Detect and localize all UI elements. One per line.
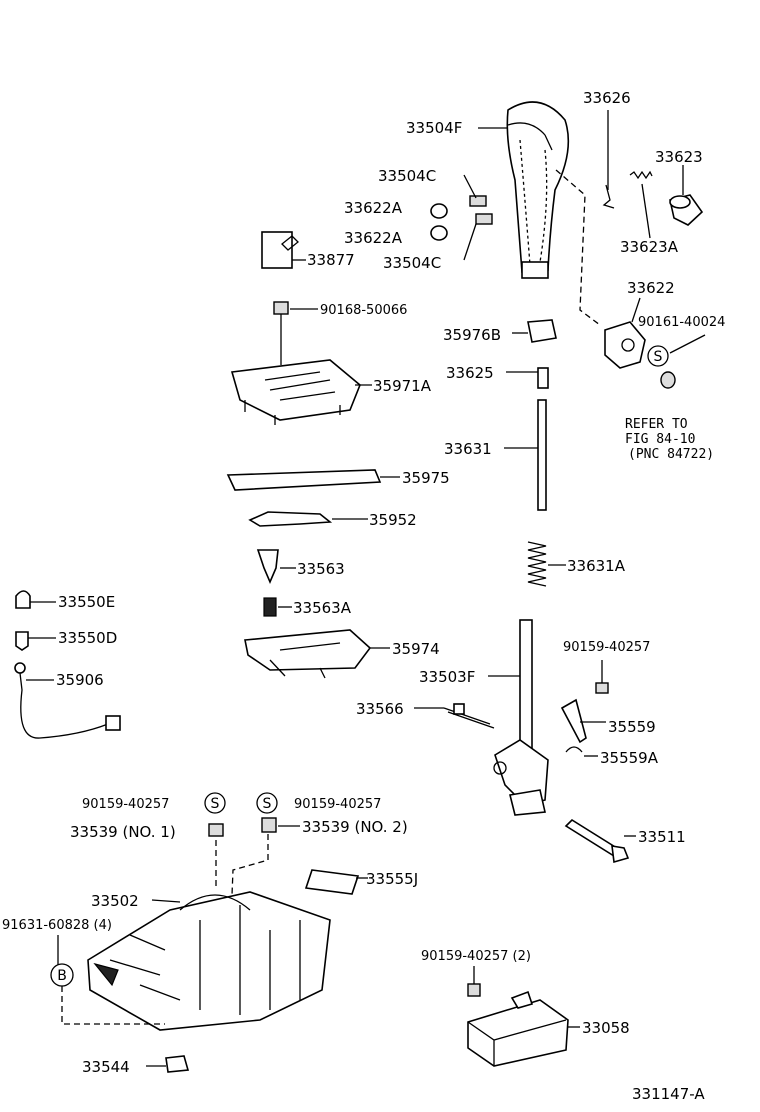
plate-35974: [244, 629, 372, 679]
cap-33622A-bottom: [430, 225, 448, 241]
label-35971A: 35971A: [373, 377, 432, 395]
label-35975: 35975: [402, 469, 450, 487]
detent-33563: [256, 549, 279, 585]
label-90161-40024: 90161-40024: [638, 315, 725, 330]
shift-knob: [506, 101, 570, 279]
pin-33625: [537, 367, 549, 389]
label-91631-60828: 91631-60828 (4): [2, 918, 112, 933]
screw-33504C-bottom: [475, 213, 493, 225]
bolt-90159-2: [467, 966, 481, 997]
label-33626: 33626: [583, 89, 631, 107]
housing-35971A: [230, 359, 361, 425]
lever-33622: [604, 321, 646, 369]
pad-33555J: [304, 869, 360, 895]
rod-33631: [537, 399, 547, 511]
label-90159-40257-2: 90159-40257 (2): [421, 949, 531, 964]
label-90159-right: 90159-40257: [563, 640, 650, 655]
label-33555J: 33555J: [366, 870, 418, 888]
marker-b: B: [57, 968, 67, 984]
screw-33504C-top: [469, 195, 487, 207]
label-33566: 33566: [356, 700, 404, 718]
marker-s-right: S: [654, 349, 663, 365]
label-33563: 33563: [297, 560, 345, 578]
label-33504F: 33504F: [406, 119, 462, 137]
refer-note-line2: FIG 84-10: [625, 432, 695, 447]
clip-33626: [602, 184, 615, 209]
label-33504C-bottom: 33504C: [383, 254, 441, 272]
service-marker-s-mid: [256, 792, 278, 814]
bolt-90159-right: [595, 682, 609, 694]
button-33623: [669, 194, 704, 226]
label-33539-no1: 33539 (NO. 1): [70, 823, 176, 841]
label-33623: 33623: [655, 148, 703, 166]
label-33550E: 33550E: [58, 593, 115, 611]
marker-s-mid: S: [263, 796, 272, 812]
spring-33563A: [263, 597, 277, 617]
label-90159-mid: 90159-40257: [294, 797, 381, 812]
label-33502: 33502: [91, 892, 139, 910]
label-33622A-bottom: 33622A: [344, 229, 403, 247]
label-33503F: 33503F: [419, 668, 475, 686]
marker-s-left: S: [211, 796, 220, 812]
block-35976B: [527, 319, 557, 343]
label-33511: 33511: [638, 828, 686, 846]
label-33622: 33622: [627, 279, 675, 297]
bracket-35559: [560, 698, 587, 744]
label-90168-50066: 90168-50066: [320, 303, 407, 318]
label-33539-no2: 33539 (NO. 2): [302, 818, 408, 836]
bushing-33539-no1: [208, 823, 224, 837]
label-35976B: 35976B: [443, 326, 501, 344]
label-33504C-top: 33504C: [378, 167, 436, 185]
harness-35906: [14, 662, 121, 739]
pin-33511: [564, 818, 630, 864]
service-marker-s-left: [204, 792, 226, 814]
label-33563A: 33563A: [293, 599, 352, 617]
label-33877: 33877: [307, 251, 355, 269]
cap-33622A-top: [430, 203, 448, 219]
label-33544: 33544: [82, 1058, 130, 1076]
base-33502: [87, 891, 331, 1031]
shift-lever-33503F: [493, 619, 549, 816]
bushing-33544: [165, 1055, 190, 1073]
nut-refer: [660, 371, 676, 389]
bulb-33550D: [15, 631, 29, 651]
label-35906: 35906: [56, 671, 104, 689]
label-33623A: 33623A: [620, 238, 679, 256]
label-33622A-top: 33622A: [344, 199, 403, 217]
label-33631: 33631: [444, 440, 492, 458]
spring-33623A: [629, 170, 653, 180]
refer-note-line3: (PNC 84722): [628, 447, 714, 462]
bushing-33539-no2: [261, 817, 277, 833]
refer-note-line1: REFER TO: [625, 417, 688, 432]
figure-number: 331147-A: [632, 1085, 705, 1103]
clip-35559A: [565, 746, 583, 753]
pin-33566: [443, 703, 495, 729]
label-33625: 33625: [446, 364, 494, 382]
service-marker-s: [647, 345, 669, 367]
label-35952: 35952: [369, 511, 417, 529]
bulb-33550E: [15, 590, 31, 609]
label-33631A: 33631A: [567, 557, 626, 575]
lever-35952: [248, 511, 333, 527]
label-35559: 35559: [608, 718, 656, 736]
label-35559A: 35559A: [600, 749, 659, 767]
label-35974: 35974: [392, 640, 440, 658]
label-33058: 33058: [582, 1019, 630, 1037]
label-33550D: 33550D: [58, 629, 117, 647]
spring-33631A: [527, 541, 547, 587]
label-sticker-33877: [261, 231, 299, 269]
screw-90168-50066: [273, 301, 289, 365]
computer-33058: [467, 990, 569, 1067]
plate-35975: [226, 469, 382, 491]
label-90159-left: 90159-40257: [82, 797, 169, 812]
